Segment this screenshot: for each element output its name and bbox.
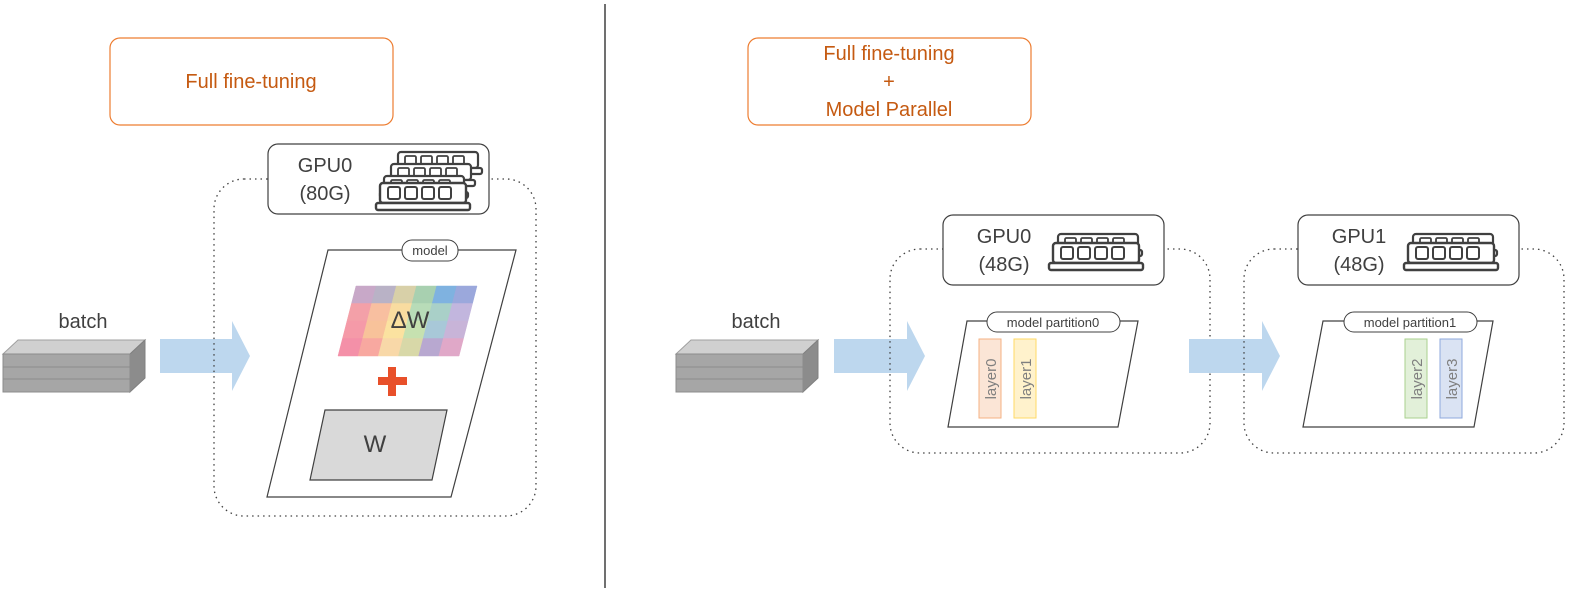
delta-w-cell	[438, 338, 464, 357]
layer1-label: layer1	[1018, 359, 1035, 400]
left-gpu0-memory: (80G)	[299, 183, 350, 205]
delta-w-cell	[452, 285, 478, 304]
left-input-arrow	[160, 321, 250, 391]
layer3-bar: layer3	[1439, 338, 1463, 419]
model-label-pill: model	[401, 239, 459, 262]
left-title: Full fine-tuning	[185, 71, 316, 93]
model-partition1-box	[1302, 320, 1494, 428]
right-gpu1-memory: (48G)	[1333, 254, 1384, 276]
right-title-line2: +	[883, 71, 895, 93]
left-gpu0-box: GPU0 (80G)	[267, 143, 490, 215]
right-title-line1: Full fine-tuning	[823, 43, 954, 65]
right-title-box: Full fine-tuning + Model Parallel	[747, 37, 1032, 126]
left-batch-label: batch	[59, 311, 108, 333]
right-batch-label: batch	[732, 311, 781, 333]
partition0-label: model partition0	[1007, 315, 1100, 330]
layer3-label: layer3	[1444, 359, 1461, 400]
right-input-arrow	[834, 321, 925, 391]
delta-w-label: ΔW	[391, 307, 430, 334]
gpu0-container	[889, 248, 1211, 454]
right-gpu0-name: GPU0	[977, 226, 1031, 248]
layer2-label: layer2	[1409, 359, 1426, 400]
partition1-label-pill: model partition1	[1343, 311, 1478, 333]
right-title-line3: Model Parallel	[826, 99, 953, 121]
left-batch-block	[1, 338, 147, 394]
memory-icon	[1047, 232, 1145, 272]
right-gpu0-memory: (48G)	[978, 254, 1029, 276]
plus-icon	[378, 367, 407, 396]
left-gpu0-name: GPU0	[298, 155, 352, 177]
w-label: W	[364, 431, 387, 458]
layer2-bar: layer2	[1404, 338, 1428, 419]
delta-w-matrix: ΔW	[337, 285, 478, 357]
model-partition0-box	[947, 320, 1139, 428]
partition1-label: model partition1	[1364, 315, 1457, 330]
delta-w-cell	[443, 320, 469, 339]
layer0-bar: layer0	[978, 338, 1002, 419]
memory-icon	[1402, 232, 1500, 272]
w-matrix: W	[309, 409, 448, 481]
partition0-label-pill: model partition0	[986, 311, 1121, 333]
layer1-bar: layer1	[1013, 338, 1037, 419]
left-title-box: Full fine-tuning	[109, 37, 394, 126]
delta-w-cell	[447, 303, 473, 322]
right-gpu1-name: GPU1	[1332, 226, 1386, 248]
right-gpu1-box: GPU1 (48G)	[1297, 214, 1520, 286]
right-gpu0-box: GPU0 (48G)	[942, 214, 1165, 286]
right-batch-block	[674, 338, 820, 394]
gpu1-container	[1243, 248, 1565, 454]
model-label: model	[412, 243, 448, 258]
gpu-transfer-arrow	[1189, 321, 1280, 391]
layer0-label: layer0	[983, 359, 1000, 400]
